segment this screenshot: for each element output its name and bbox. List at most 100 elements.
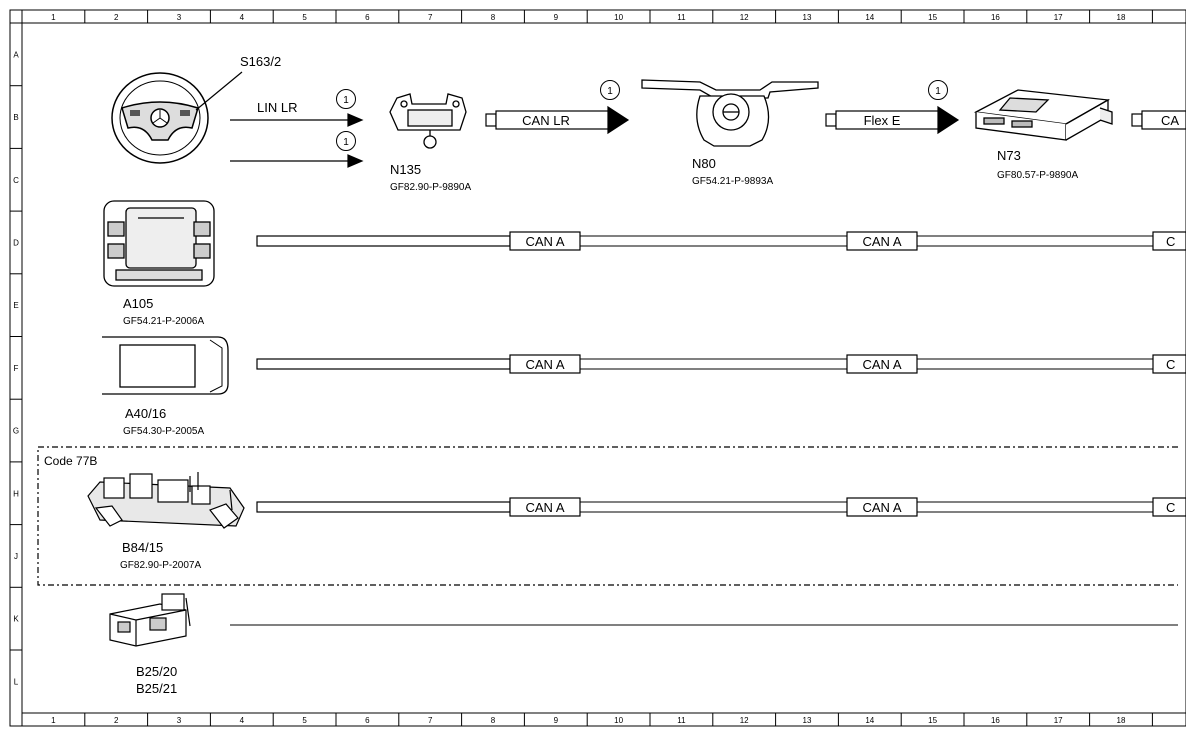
s163-label: S163/2 (240, 54, 281, 69)
a40-ref: GF54.30-P-2005A (123, 426, 204, 437)
lin-lr-connections (230, 113, 364, 168)
cut-bus-label: CA (1161, 113, 1179, 128)
column-number: 1 (51, 716, 56, 725)
lin-lr-label: LIN LR (257, 100, 297, 115)
marker-number: 1 (343, 137, 349, 148)
can-lr-label: CAN LR (522, 113, 570, 128)
row-letter: H (13, 489, 19, 498)
column-number: 13 (803, 716, 812, 725)
can-a-stub (256, 235, 511, 247)
b25-label-2: B25/21 (136, 681, 177, 696)
marker-number: 1 (343, 95, 349, 106)
column-number: 12 (740, 13, 749, 22)
marker-circle: 1 (928, 80, 948, 100)
column-number: 16 (991, 13, 1000, 22)
can-a-label: CAN A (862, 357, 901, 372)
column-number: 18 (1117, 13, 1126, 22)
can-a-stub (256, 501, 511, 513)
row-letter: K (13, 615, 19, 624)
column-number: 12 (740, 716, 749, 725)
can-a-label-box (509, 231, 581, 251)
column-number: 8 (491, 716, 496, 725)
column-number: 10 (614, 13, 623, 22)
marker-number: 1 (935, 86, 941, 97)
steering-wheel-icon (111, 71, 243, 164)
column-number: 18 (1117, 716, 1126, 725)
column-number: 7 (428, 13, 433, 22)
column-number: 4 (240, 716, 245, 725)
a105-unit-icon (103, 200, 215, 287)
column-number: 11 (677, 716, 686, 725)
column-number: 6 (365, 13, 370, 22)
n135-module-icon (389, 93, 467, 149)
cut-can-box (1152, 354, 1186, 374)
column-number: 17 (1054, 13, 1063, 22)
n73-module-icon (973, 89, 1113, 141)
n80-label: N80 (692, 156, 716, 171)
n80-ref: GF54.21-P-9893A (692, 176, 773, 187)
cut-can-box (1152, 497, 1186, 517)
column-number: 17 (1054, 716, 1063, 725)
column-number: 14 (865, 716, 874, 725)
n73-ref: GF80.57-P-9890A (997, 170, 1078, 181)
row-letter: D (13, 238, 19, 247)
row-letter: C (13, 176, 19, 185)
b84-ref: GF82.90-P-2007A (120, 560, 201, 571)
can-a-label-box (846, 231, 918, 251)
flex-e-connection (825, 105, 960, 135)
b84-label: B84/15 (122, 540, 163, 555)
cut-can-box (1152, 231, 1186, 251)
column-number: 6 (365, 716, 370, 725)
cut-can-label: C (1166, 500, 1175, 515)
row-letter: A (13, 50, 19, 59)
can-a-label: CAN A (862, 500, 901, 515)
column-number: 1 (51, 13, 56, 22)
code-box-label: Code 77B (44, 454, 97, 468)
column-number: 10 (614, 716, 623, 725)
column-number: 7 (428, 716, 433, 725)
column-number: 9 (554, 13, 559, 22)
b25-label-1: B25/20 (136, 664, 177, 679)
row-letter: G (13, 427, 19, 436)
column-number: 3 (177, 13, 182, 22)
cut-bus-connector (1131, 110, 1186, 130)
grid-frame (9, 9, 1186, 727)
can-a-label: CAN A (525, 234, 564, 249)
column-number: 15 (928, 13, 937, 22)
column-number: 8 (491, 13, 496, 22)
a105-ref: GF54.21-P-2006A (123, 316, 204, 327)
can-a-label: CAN A (525, 500, 564, 515)
can-a-stub (256, 358, 511, 370)
column-number: 2 (114, 716, 119, 725)
n135-label: N135 (390, 162, 421, 177)
column-number: 9 (554, 716, 559, 725)
b84-camera-icon (87, 472, 245, 529)
a40-label: A40/16 (125, 406, 166, 421)
n135-ref: GF82.90-P-9890A (390, 182, 471, 193)
can-a-label-box (846, 497, 918, 517)
column-number: 5 (302, 13, 307, 22)
row-letter: B (13, 113, 18, 122)
cut-can-label: C (1166, 357, 1175, 372)
b25-sensor-icon (109, 593, 191, 647)
n80-module-icon (641, 79, 819, 147)
column-number: 11 (677, 13, 686, 22)
marker-circle: 1 (336, 131, 356, 151)
can-lr-connection (485, 105, 630, 135)
can-a-label-box (509, 354, 581, 374)
code-77b-region: Code 77B (37, 446, 1178, 586)
marker-circle: 1 (336, 89, 356, 109)
column-number: 16 (991, 716, 1000, 725)
a105-label: A105 (123, 296, 153, 311)
column-number: 5 (302, 716, 307, 725)
can-a-label: CAN A (525, 357, 564, 372)
n73-label: N73 (997, 148, 1021, 163)
column-number: 3 (177, 716, 182, 725)
flex-e-label: Flex E (864, 113, 901, 128)
cut-can-label: C (1166, 234, 1175, 249)
